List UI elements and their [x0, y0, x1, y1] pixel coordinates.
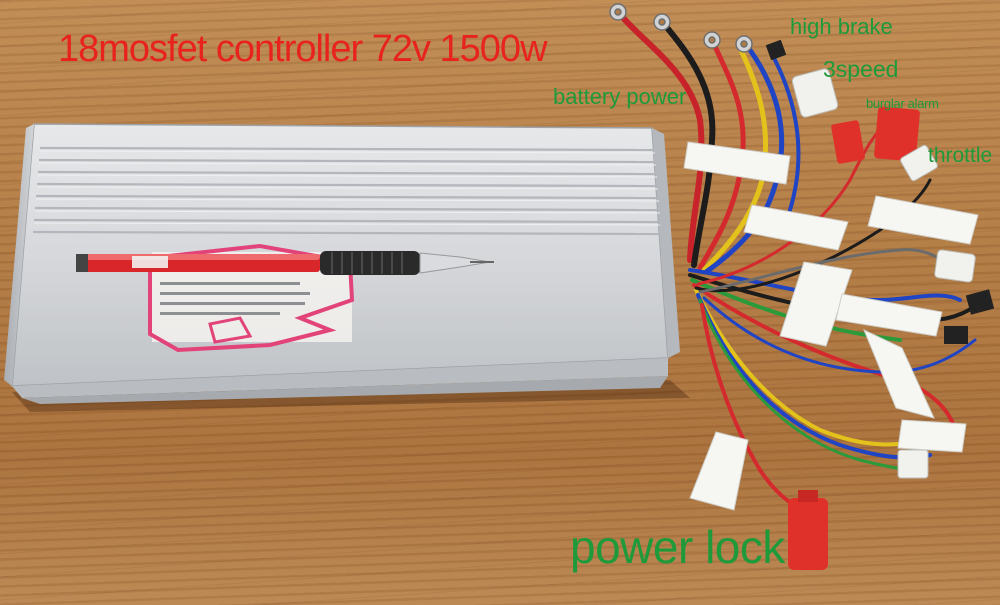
wire-tags	[683, 141, 979, 511]
battery-power-label: battery power	[553, 84, 687, 109]
pen	[76, 251, 494, 275]
power-lock-connector	[788, 498, 828, 570]
product-title: 18mosfet controller 72v 1500w	[58, 28, 548, 70]
wire-harness	[617, 11, 987, 514]
connectors	[765, 39, 995, 570]
power-lock-label: power lock	[570, 521, 785, 573]
ring-terminals	[609, 3, 753, 53]
three-speed-label: 3speed	[823, 56, 899, 82]
heatsink-fins	[32, 146, 662, 236]
high-brake-label: high brake	[790, 14, 893, 39]
burglar-alarm-label: burglar alarm	[866, 96, 939, 111]
throttle-label: throttle	[928, 144, 993, 167]
